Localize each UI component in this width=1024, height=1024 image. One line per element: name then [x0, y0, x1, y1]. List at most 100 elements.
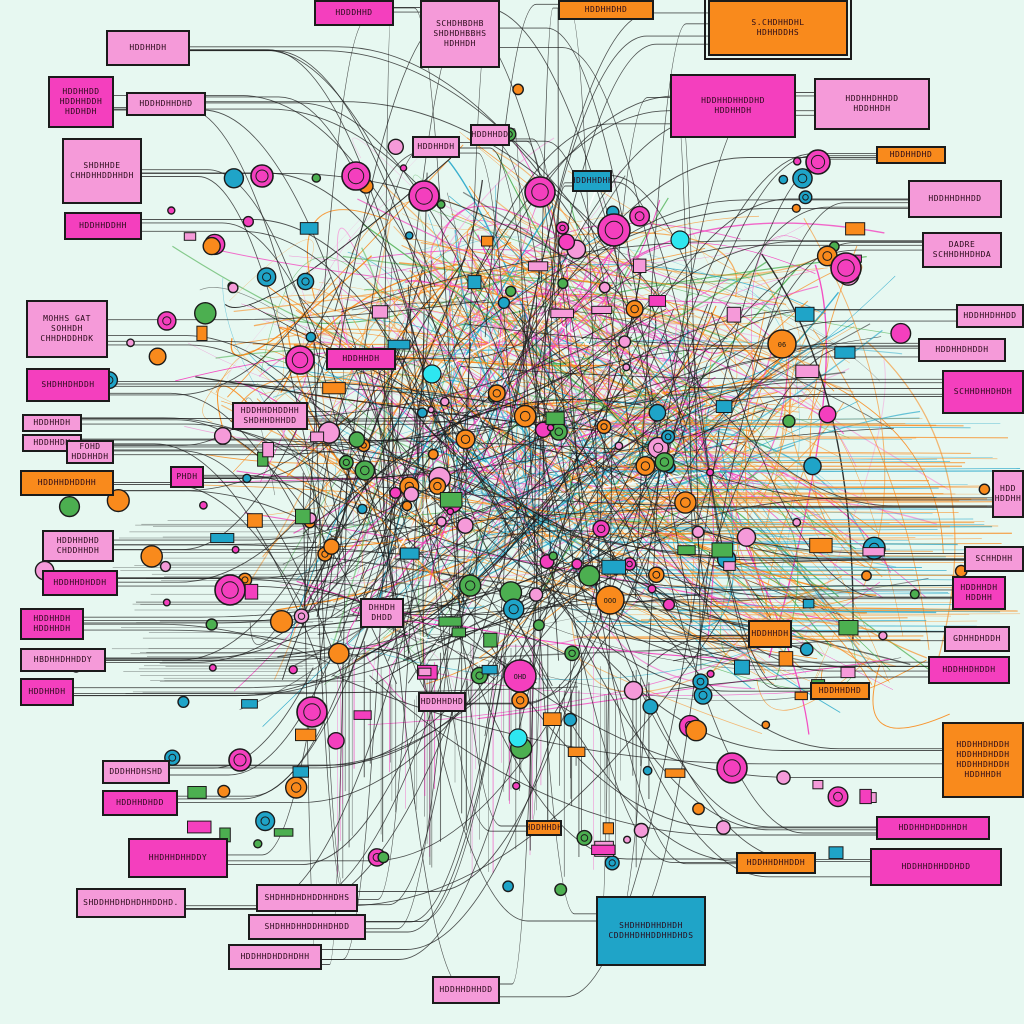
- wire: [745, 311, 772, 617]
- wire: [202, 370, 231, 423]
- wire: [204, 352, 690, 479]
- node: [377, 851, 390, 864]
- wire: [442, 408, 526, 827]
- ring-node-inner: [723, 759, 741, 777]
- hub-node: [595, 585, 625, 615]
- wire: [711, 559, 964, 567]
- node: [571, 558, 583, 570]
- wire: [490, 293, 702, 341]
- wire: [611, 418, 923, 422]
- wire: [677, 609, 937, 614]
- wire: [691, 333, 810, 689]
- wire: [756, 272, 788, 529]
- wire: [495, 241, 613, 287]
- wire: [170, 472, 658, 767]
- node: [716, 820, 731, 835]
- wire: [424, 425, 952, 598]
- hub-node-label: OHD: [514, 673, 527, 681]
- wire: [114, 320, 341, 551]
- wire: [495, 223, 807, 264]
- node-ring: [568, 649, 576, 657]
- label-box: HDDHHDH: [326, 348, 396, 370]
- node: [548, 551, 558, 561]
- hub-node-label: 06: [778, 341, 786, 349]
- wire: [744, 286, 800, 594]
- label-box: HDDHHDHD: [876, 146, 946, 164]
- node-ring: [554, 427, 564, 437]
- wire: [178, 513, 586, 804]
- ring-node: [296, 696, 328, 728]
- label-box: HDDHHDHHDD: [432, 976, 500, 1004]
- node: [782, 414, 796, 428]
- node: [558, 233, 576, 251]
- node: [555, 221, 570, 235]
- chip: [467, 275, 482, 290]
- node-ring: [833, 791, 843, 802]
- node: [198, 500, 208, 510]
- node-ring: [680, 497, 691, 508]
- chip: [187, 820, 212, 834]
- wire: [359, 505, 992, 534]
- label-box: HDDHHDHDDHDHH: [228, 944, 322, 970]
- node: [255, 810, 276, 832]
- wire: [540, 7, 558, 283]
- wire: [114, 457, 596, 551]
- chip: [567, 746, 586, 758]
- node: [827, 786, 849, 808]
- wire: [484, 309, 956, 684]
- node: [705, 468, 715, 477]
- node: [861, 570, 872, 582]
- node: [217, 784, 231, 798]
- node-ring: [696, 677, 705, 686]
- wire: [283, 295, 889, 682]
- wire: [84, 476, 546, 624]
- node: [459, 574, 482, 597]
- wire: [595, 487, 986, 489]
- wire: [572, 175, 700, 296]
- chip: [299, 222, 319, 235]
- label-box: HDDHHDHD CHDDHHDH: [42, 530, 114, 562]
- label-box: HDDHHDHD: [810, 682, 870, 700]
- node: [305, 331, 317, 343]
- node: [311, 173, 322, 183]
- wire: [640, 617, 908, 621]
- wire: [439, 205, 571, 247]
- ring-node: [408, 180, 440, 212]
- wire: [434, 604, 942, 778]
- chip: [371, 305, 389, 319]
- wire: [662, 335, 992, 507]
- node: [633, 822, 649, 839]
- wire: [641, 496, 972, 500]
- wire: [698, 422, 906, 425]
- node: [208, 663, 217, 672]
- wire: [548, 185, 572, 316]
- node: [622, 835, 632, 844]
- label-box: HDDHHDHDDH HDDHHDHDDH HDDHHDHDDH HDDHHDH: [942, 722, 1024, 798]
- node: [356, 503, 368, 515]
- node: [404, 231, 414, 240]
- node-ring: [608, 859, 616, 867]
- wire: [684, 589, 949, 593]
- node: [512, 83, 524, 96]
- wire: [74, 351, 645, 696]
- wire: [170, 566, 366, 776]
- node: [803, 456, 822, 476]
- node: [909, 588, 920, 600]
- label-box: HDDHHDHD: [558, 0, 654, 20]
- chip: [247, 513, 263, 528]
- wire: [142, 176, 329, 569]
- label-box: HDDHHDHH: [572, 170, 612, 192]
- node: [126, 338, 135, 348]
- label-box: HDDHHDH HDDHHDH: [20, 608, 84, 640]
- label-box: HDDHHDDHH: [64, 212, 142, 240]
- wire: [341, 240, 922, 313]
- wire: [230, 255, 373, 357]
- node-ring: [475, 671, 484, 680]
- node-ring: [797, 173, 808, 184]
- wire: [110, 277, 332, 396]
- wire: [632, 422, 876, 834]
- node: [193, 301, 217, 325]
- chip: [795, 364, 820, 379]
- wire: [598, 245, 880, 382]
